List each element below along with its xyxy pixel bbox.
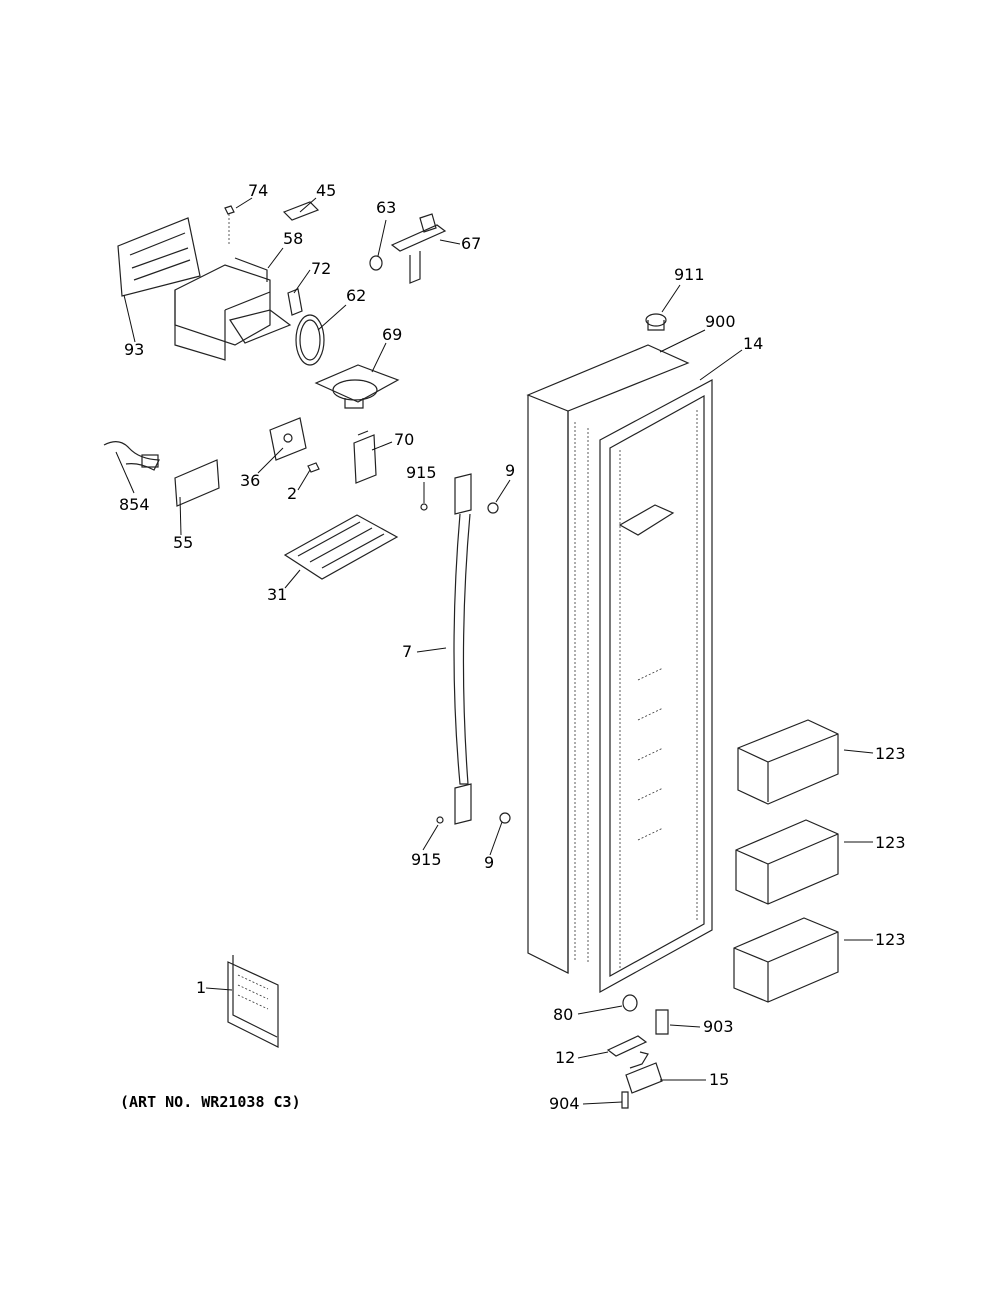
fasteners-915-9	[420, 502, 511, 824]
leader-lines	[115, 197, 874, 1105]
callout-12: 12	[555, 1048, 576, 1067]
callout-7: 7	[402, 642, 413, 661]
part-63-fitting	[369, 255, 383, 271]
callout-903: 903	[703, 1017, 734, 1036]
callout-62: 62	[346, 286, 367, 305]
callout-69: 69	[382, 325, 403, 344]
part-69-funnel	[314, 364, 400, 409]
part-58-dispenser-housing	[174, 257, 292, 361]
part-12-hinge-cover	[606, 1035, 648, 1057]
part-15-hinge	[625, 1051, 663, 1094]
part-904-screw	[621, 1091, 629, 1109]
callout-93: 93	[124, 340, 145, 359]
part-854-harness	[103, 441, 160, 471]
part-74-screw	[224, 205, 235, 244]
part-123-bin-3	[733, 917, 839, 1003]
callout-80: 80	[553, 1005, 574, 1024]
callout-14: 14	[743, 334, 764, 353]
part-62-ring	[295, 314, 325, 366]
part-7-handle	[453, 473, 472, 825]
callout-854: 854	[119, 495, 150, 514]
part-903-pin	[655, 1009, 669, 1035]
part-14-liner	[599, 378, 713, 994]
callout-67: 67	[461, 234, 482, 253]
part-1-manual	[227, 955, 279, 1048]
callout-58: 58	[283, 229, 304, 248]
part-36-bracket	[269, 417, 307, 461]
part-67-actuator	[390, 213, 447, 284]
part-123-bin-2	[735, 819, 839, 905]
part-900-door	[526, 344, 690, 974]
part-70-module	[353, 430, 377, 484]
callout-123-bin-1: 123	[875, 744, 906, 763]
callout-2: 2	[287, 484, 298, 503]
part-93-cover	[117, 217, 201, 297]
callout-36: 36	[240, 471, 261, 490]
callout-123-bin-3: 123	[875, 930, 906, 949]
callout-123-bin-2: 123	[875, 833, 906, 852]
part-31-drip-tray	[283, 514, 399, 580]
part-55-plate	[174, 459, 220, 507]
callout-1: 1	[196, 978, 207, 997]
art-number: (ART NO. WR21038 C3)	[120, 1093, 301, 1111]
part-911-cap	[645, 313, 667, 331]
callout-74: 74	[248, 181, 269, 200]
part-45-bracket	[282, 201, 320, 221]
callout-70: 70	[394, 430, 415, 449]
callout-45: 45	[316, 181, 337, 200]
callout-9-top: 9	[505, 461, 516, 480]
callout-63: 63	[376, 198, 397, 217]
callout-9-bottom: 9	[484, 853, 495, 872]
callout-915-bottom: 915	[411, 850, 442, 869]
callout-900: 900	[705, 312, 736, 331]
callout-31: 31	[267, 585, 288, 604]
part-123-bin-1	[737, 719, 839, 805]
callout-55: 55	[173, 533, 194, 552]
callout-915-top: 915	[406, 463, 437, 482]
callout-904: 904	[549, 1094, 580, 1113]
part-80-bushing	[622, 994, 638, 1012]
callout-911: 911	[674, 265, 705, 284]
callout-72: 72	[311, 259, 332, 278]
callout-15: 15	[709, 1070, 730, 1089]
part-72-switch	[287, 288, 303, 316]
